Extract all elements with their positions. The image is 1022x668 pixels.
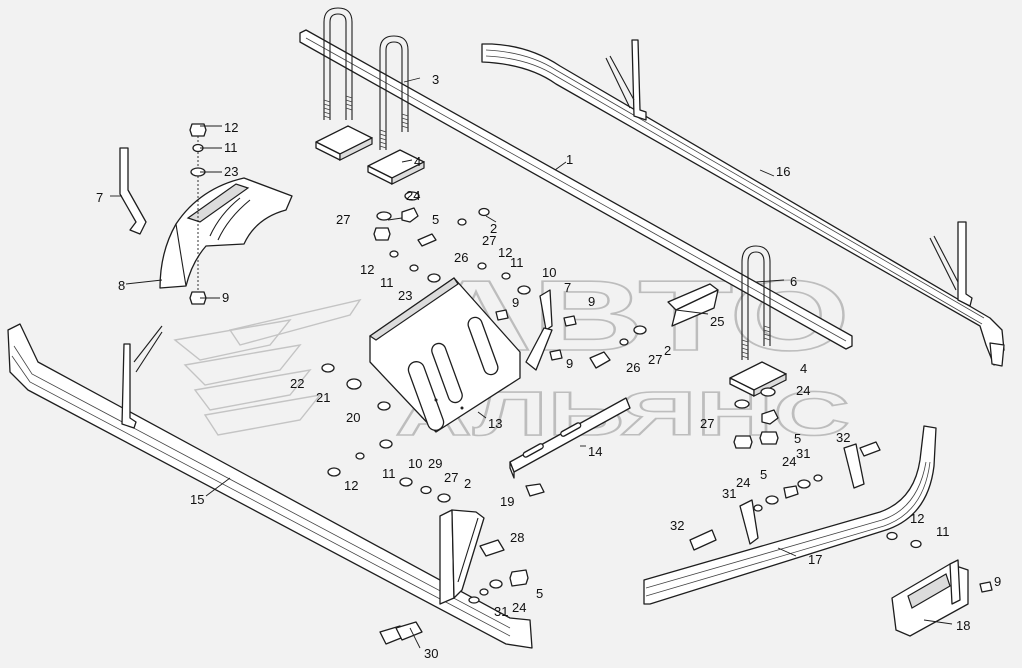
callout-4: 4 bbox=[414, 154, 421, 169]
callout-9: 9 bbox=[222, 290, 229, 305]
part-3-u-bolt-right bbox=[379, 35, 409, 150]
callout-32: 32 bbox=[836, 430, 850, 445]
part-4-plate-top-right bbox=[367, 149, 425, 185]
callout-7b: 7 bbox=[564, 280, 571, 295]
callout-10: 10 bbox=[542, 265, 556, 280]
callout-10b: 10 bbox=[408, 456, 422, 471]
part-15-bracket-rear bbox=[439, 509, 485, 605]
callout-17: 17 bbox=[808, 552, 822, 567]
callout-26b: 26 bbox=[626, 360, 640, 375]
callout-2c: 2 bbox=[464, 476, 471, 491]
callout-31: 31 bbox=[796, 446, 810, 461]
callout-31b: 31 bbox=[722, 486, 736, 501]
callout-23b: 23 bbox=[398, 288, 412, 303]
callout-9e: 9 bbox=[994, 574, 1001, 589]
callout-24c: 24 bbox=[736, 475, 750, 490]
part-4-plate-top-left bbox=[315, 125, 373, 161]
callout-24d: 24 bbox=[782, 454, 796, 469]
callout-2: 2 bbox=[490, 221, 497, 236]
callout-14: 14 bbox=[588, 444, 602, 459]
callout-6: 6 bbox=[790, 274, 797, 289]
callout-9c: 9 bbox=[588, 294, 595, 309]
part-16-bracket-rear bbox=[929, 221, 973, 307]
callout-5c: 5 bbox=[760, 467, 767, 482]
callout-19: 19 bbox=[500, 494, 514, 509]
callout-5b: 5 bbox=[794, 431, 801, 446]
callout-1: 1 bbox=[566, 152, 573, 167]
part-16-right-rail bbox=[481, 43, 1005, 367]
callout-13: 13 bbox=[488, 416, 502, 431]
callout-5: 5 bbox=[432, 212, 439, 227]
leader-lines bbox=[110, 77, 953, 649]
part-18-bracket bbox=[891, 559, 969, 637]
callout-12e: 12 bbox=[910, 511, 924, 526]
part-16-bracket-front bbox=[605, 39, 647, 121]
callout-15: 15 bbox=[190, 492, 204, 507]
callout-16: 16 bbox=[776, 164, 790, 179]
fasteners bbox=[321, 191, 993, 645]
callout-27: 27 bbox=[336, 212, 350, 227]
part-7-bracket-middle bbox=[525, 289, 553, 371]
callout-31c: 31 bbox=[494, 604, 508, 619]
callout-11d: 11 bbox=[382, 466, 396, 481]
callout-24: 24 bbox=[406, 188, 420, 203]
callout-24e: 24 bbox=[512, 600, 526, 615]
callout-18: 18 bbox=[956, 618, 970, 633]
callout-26: 26 bbox=[454, 250, 468, 265]
callout-9b: 9 bbox=[512, 295, 519, 310]
part-13-mounting-plate bbox=[368, 277, 521, 433]
callout-8: 8 bbox=[118, 278, 125, 293]
callout-2b: 2 bbox=[664, 343, 671, 358]
callout-12b: 12 bbox=[360, 262, 374, 277]
callout-25: 25 bbox=[710, 314, 724, 329]
part-8-fender bbox=[159, 177, 293, 289]
part-3-u-bolt-left bbox=[323, 7, 353, 120]
callout-28: 28 bbox=[510, 530, 524, 545]
callout-27b: 27 bbox=[482, 233, 496, 248]
part-7-bracket-left bbox=[119, 147, 147, 235]
callout-29: 29 bbox=[428, 456, 442, 471]
callout-12d: 12 bbox=[344, 478, 358, 493]
part-14-adjusting-strip bbox=[509, 397, 631, 479]
callout-32b: 32 bbox=[670, 518, 684, 533]
callout-5d: 5 bbox=[536, 586, 543, 601]
part-25-angle-bracket bbox=[667, 283, 719, 327]
callout-21: 21 bbox=[316, 390, 330, 405]
callout-20: 20 bbox=[346, 410, 360, 425]
part-17-front-rail bbox=[643, 425, 937, 605]
callout-4b: 4 bbox=[800, 361, 807, 376]
callout-3: 3 bbox=[432, 72, 439, 87]
callout-27d: 27 bbox=[700, 416, 714, 431]
callout-11b: 11 bbox=[380, 275, 394, 290]
part-6-u-bolt bbox=[741, 245, 771, 360]
callout-11e: 11 bbox=[936, 524, 950, 539]
callout-11: 11 bbox=[224, 140, 238, 155]
callout-24b: 24 bbox=[796, 383, 810, 398]
callout-30: 30 bbox=[424, 646, 438, 661]
fastener-stack-left bbox=[189, 123, 207, 305]
callout-12c: 12 bbox=[498, 245, 512, 260]
callout-27c: 27 bbox=[648, 352, 662, 367]
callout-7: 7 bbox=[96, 190, 103, 205]
part-1-cross-bar bbox=[299, 29, 853, 350]
callout-12: 12 bbox=[224, 120, 238, 135]
callout-22: 22 bbox=[290, 376, 304, 391]
callout-23: 23 bbox=[224, 164, 238, 179]
part-15-left-rail bbox=[7, 323, 533, 649]
callout-labels: 1 2 2 2 3 4 4 5 5 5 5 6 7 7 8 9 9 9 9 9 … bbox=[96, 72, 1001, 661]
callout-27e: 27 bbox=[444, 470, 458, 485]
callout-9d: 9 bbox=[566, 356, 573, 371]
callout-11c: 11 bbox=[510, 255, 524, 270]
